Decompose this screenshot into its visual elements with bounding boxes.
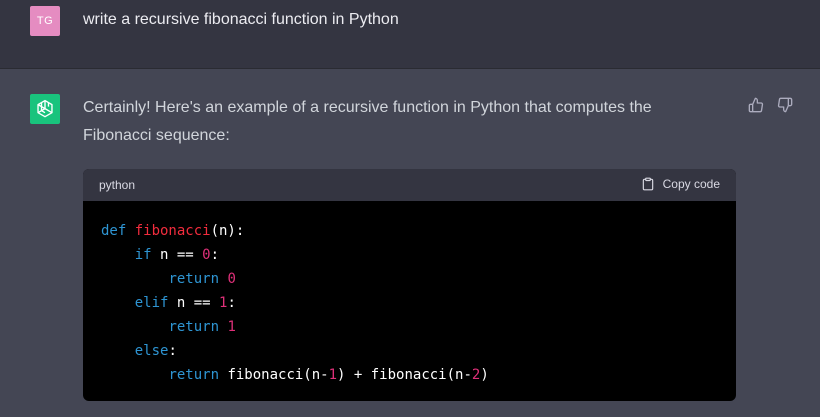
- code-content: def fibonacci(n): if n == 0: return 0 el…: [83, 201, 736, 401]
- code-line: return 1: [101, 315, 718, 339]
- code-token: return: [168, 367, 220, 383]
- code-token: 1: [227, 319, 236, 335]
- code-token: ): [480, 367, 489, 383]
- code-token: if: [134, 247, 152, 263]
- code-token: [101, 271, 168, 287]
- code-token: :: [210, 247, 220, 263]
- clipboard-icon: [642, 177, 653, 191]
- code-line: return 0: [101, 267, 718, 291]
- code-token: (n):: [210, 223, 245, 239]
- code-token: :: [227, 295, 236, 311]
- code-token: [101, 367, 168, 383]
- code-token: else: [134, 343, 169, 359]
- copy-code-button[interactable]: Copy code: [641, 177, 720, 191]
- user-message-row: TG write a recursive fibonacci function …: [0, 0, 820, 69]
- copy-code-label: Copy code: [662, 177, 720, 191]
- code-token: n ==: [168, 295, 220, 311]
- code-token: def: [101, 223, 135, 239]
- openai-logo-icon: [37, 99, 53, 118]
- code-token: 1: [328, 367, 338, 383]
- code-token: ) + fibonacci(n-: [337, 367, 472, 383]
- code-token: return: [168, 271, 220, 287]
- code-token: [101, 319, 168, 335]
- code-line: if n == 0:: [101, 243, 718, 267]
- code-token: fibonacci(n-: [219, 367, 329, 383]
- assistant-message-row: Certainly! Here's an example of a recurs…: [0, 69, 820, 417]
- code-token: fibonacci: [134, 223, 211, 239]
- user-message-text: write a recursive fibonacci function in …: [83, 11, 399, 28]
- assistant-message-text: Certainly! Here's an example of a recurs…: [83, 99, 652, 144]
- code-token: elif: [134, 295, 169, 311]
- thumbs-down-button[interactable]: [776, 96, 794, 114]
- code-token: [101, 295, 135, 311]
- thumbs-up-icon: [748, 97, 764, 113]
- thumbs-up-button[interactable]: [747, 96, 765, 114]
- user-avatar: TG: [30, 6, 60, 36]
- thumbs-down-icon: [777, 97, 793, 113]
- code-line: def fibonacci(n):: [101, 219, 718, 243]
- code-token: n ==: [151, 247, 203, 263]
- code-token: 1: [219, 295, 228, 311]
- code-token: 0: [227, 271, 236, 287]
- code-line: else:: [101, 339, 718, 363]
- code-token: 2: [471, 367, 481, 383]
- code-token: [101, 247, 135, 263]
- code-line: return fibonacci(n-1) + fibonacci(n-2): [101, 363, 718, 387]
- code-token: [101, 343, 135, 359]
- code-token: return: [168, 319, 220, 335]
- code-token: :: [168, 343, 177, 359]
- code-block-header: python Copy code: [83, 169, 736, 201]
- assistant-avatar: [30, 94, 60, 124]
- code-block: python Copy code def fibonacci(n): if n …: [83, 169, 736, 401]
- code-language-label: python: [99, 178, 136, 192]
- code-token: 0: [202, 247, 211, 263]
- code-line: elif n == 1:: [101, 291, 718, 315]
